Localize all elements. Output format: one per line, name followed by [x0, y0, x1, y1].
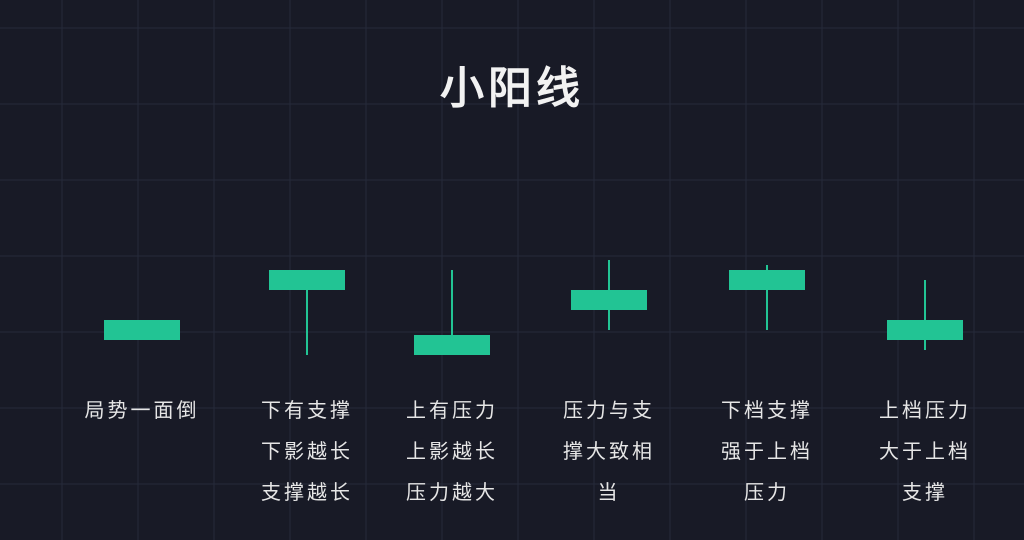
candle-caption-2: 下有支撑下影越长支撑越长 [227, 390, 387, 513]
candle-body [414, 335, 490, 355]
caption-line: 下影越长 [261, 439, 353, 463]
caption-line: 压力越大 [406, 480, 498, 504]
caption-line: 当 [597, 480, 621, 504]
caption-line: 下档支撑 [721, 398, 813, 422]
candle-3 [414, 270, 490, 355]
caption-line: 上有压力 [406, 398, 498, 422]
candle-4 [571, 260, 647, 330]
candle-caption-3: 上有压力上影越长压力越大 [372, 390, 532, 513]
caption-line: 大于上档 [879, 439, 971, 463]
candle-caption-4: 压力与支撑大致相当 [529, 390, 689, 513]
caption-line: 上影越长 [406, 439, 498, 463]
candle-body [104, 320, 180, 340]
candle-caption-1: 局势一面倒 [62, 390, 222, 431]
candle-caption-5: 下档支撑强于上档压力 [687, 390, 847, 513]
candle-body [887, 320, 963, 340]
caption-line: 撑大致相 [563, 439, 655, 463]
candle-body [571, 290, 647, 310]
candle-body [729, 270, 805, 290]
caption-line: 强于上档 [721, 439, 813, 463]
caption-line: 下有支撑 [261, 398, 353, 422]
candle-1 [104, 320, 180, 340]
candle-5 [729, 265, 805, 330]
caption-line: 局势一面倒 [84, 398, 200, 422]
caption-line: 上档压力 [879, 398, 971, 422]
caption-line: 支撑越长 [261, 480, 353, 504]
candle-body [269, 270, 345, 290]
caption-line: 压力 [744, 480, 790, 504]
caption-line: 压力与支 [563, 398, 655, 422]
chart-title: 小阳线 [440, 63, 584, 114]
candle-2 [269, 270, 345, 355]
candle-caption-6: 上档压力大于上档支撑 [845, 390, 1005, 513]
candle-6 [887, 280, 963, 350]
caption-line: 支撑 [902, 480, 948, 504]
